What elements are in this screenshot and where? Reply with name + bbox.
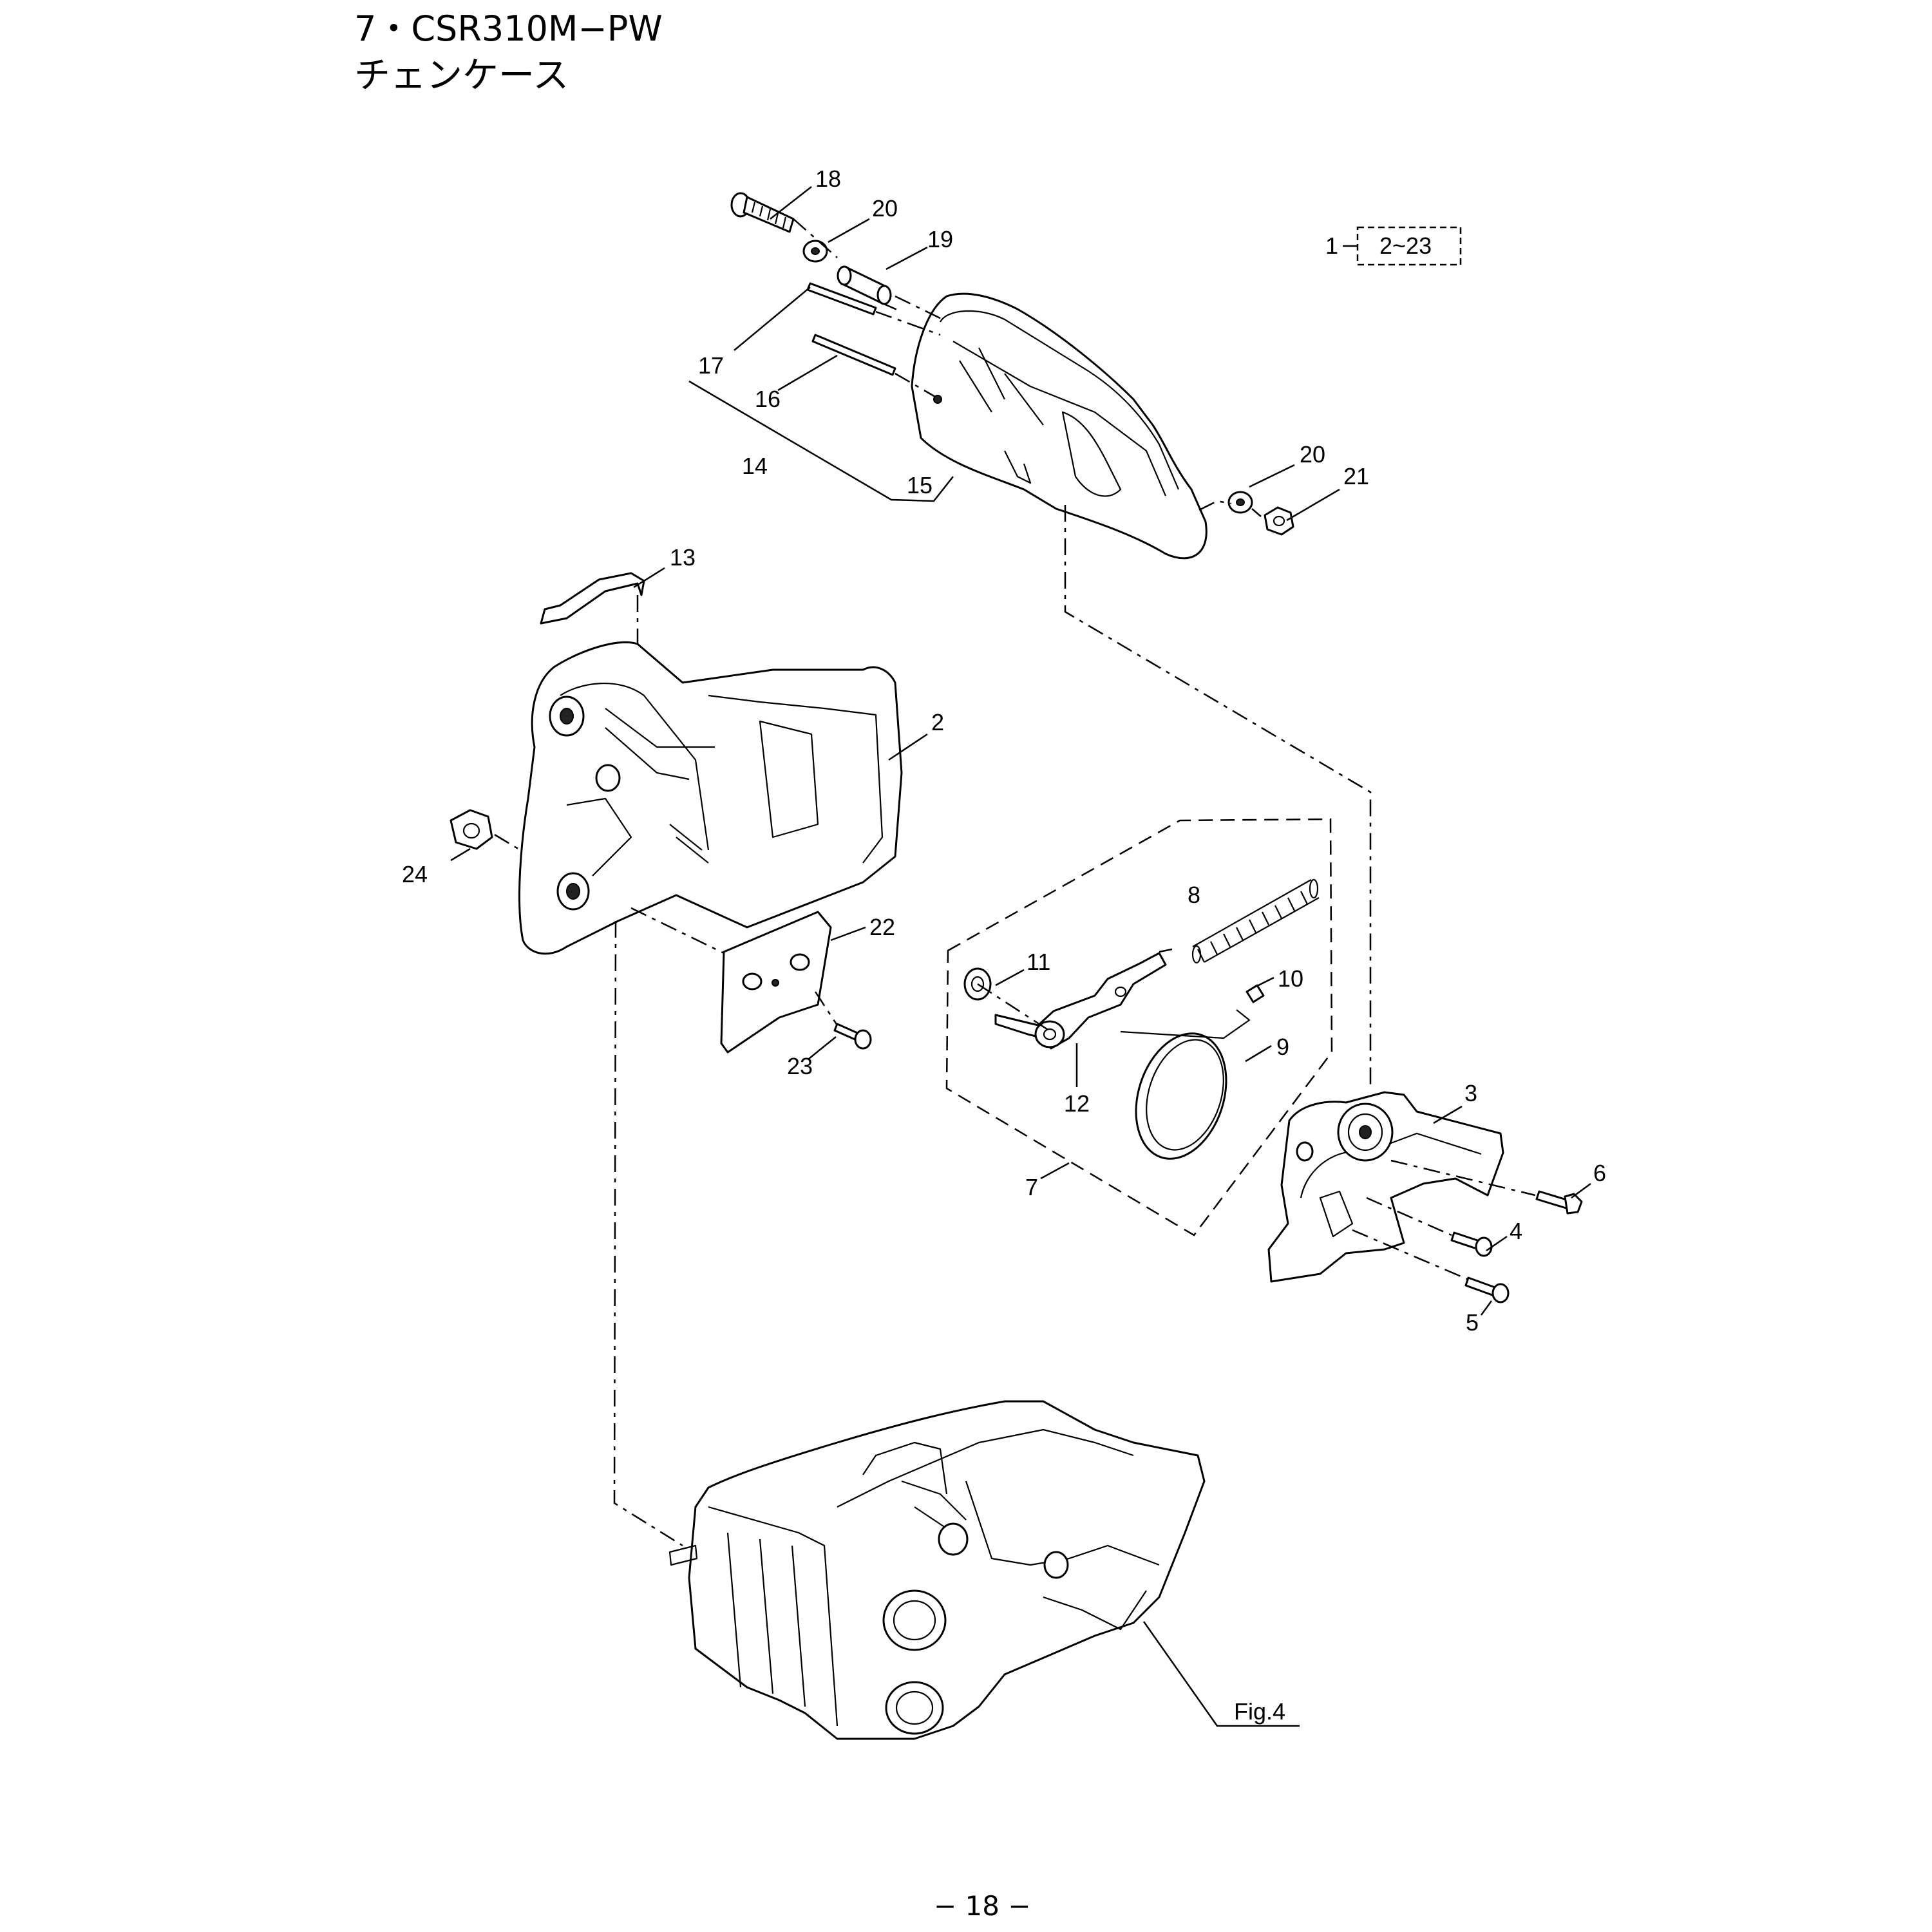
callout-23: 23	[787, 1053, 813, 1079]
part-6-screw	[1535, 1190, 1583, 1215]
callout-13: 13	[670, 544, 696, 571]
callout-18: 18	[815, 166, 841, 192]
callout-11: 11	[1027, 949, 1050, 975]
callout-9: 9	[1276, 1034, 1289, 1060]
part-13-spring-plate	[540, 572, 645, 625]
callout-21: 21	[1343, 463, 1369, 489]
part-21-nut	[1264, 506, 1294, 536]
part-12-lever	[994, 952, 1167, 1050]
part-20-washer-upper	[802, 240, 828, 263]
part-18-bolt	[730, 192, 795, 233]
part-7-brake-group	[945, 818, 1333, 1236]
part-20-washer-lower	[1227, 491, 1253, 514]
callout-7: 7	[1025, 1174, 1038, 1200]
callout-3: 3	[1464, 1080, 1477, 1106]
callout-19: 19	[927, 226, 953, 252]
leader-lines	[450, 186, 1591, 1727]
assembly-range: 2~23	[1379, 232, 1432, 259]
callout-5: 5	[1466, 1309, 1479, 1336]
callout-labels: 18 20 19 17 16 14 15 20 21 13 2 24 22 23…	[402, 166, 1606, 1725]
callout-6: 6	[1593, 1160, 1606, 1186]
callout-16: 16	[755, 386, 781, 412]
part-10-clip	[1245, 984, 1265, 1003]
callout-2: 2	[931, 709, 944, 735]
part-16-pin	[811, 334, 896, 376]
callout-10: 10	[1278, 965, 1303, 992]
callout-17: 17	[698, 352, 724, 379]
callout-15: 15	[907, 472, 933, 498]
part-3-guard-plate	[1267, 1091, 1504, 1283]
assembly-note: 1 2~23	[1325, 226, 1462, 266]
callout-20-upper: 20	[872, 195, 898, 222]
callout-22: 22	[869, 914, 895, 940]
part-2-chain-case	[518, 641, 903, 955]
part-22-plate	[720, 911, 832, 1054]
callout-8: 8	[1188, 882, 1200, 908]
fig4-reference: Fig.4	[1234, 1698, 1285, 1725]
callout-1: 1	[1325, 232, 1338, 259]
callout-20-lower: 20	[1300, 441, 1325, 468]
callout-14: 14	[742, 453, 768, 479]
part-24-nut	[450, 809, 493, 850]
part-15-cover	[911, 292, 1208, 560]
fig4-housing	[668, 1400, 1206, 1740]
part-8-spring	[1191, 878, 1320, 964]
part-23-screw	[833, 1023, 872, 1050]
part-4-screw	[1450, 1231, 1493, 1257]
callout-4: 4	[1510, 1218, 1522, 1244]
part-19-sleeve	[837, 265, 892, 305]
page-number: − 18 −	[934, 1890, 1031, 1922]
callout-12: 12	[1064, 1090, 1090, 1117]
page-subtitle: チェンケース	[354, 55, 569, 97]
alignment-lines	[494, 218, 1536, 1547]
part-9-brake-band	[1120, 1009, 1251, 1160]
callout-24: 24	[402, 861, 428, 887]
part-5-screw	[1464, 1276, 1510, 1303]
page-title: 7・CSR310M−PW	[354, 8, 663, 49]
